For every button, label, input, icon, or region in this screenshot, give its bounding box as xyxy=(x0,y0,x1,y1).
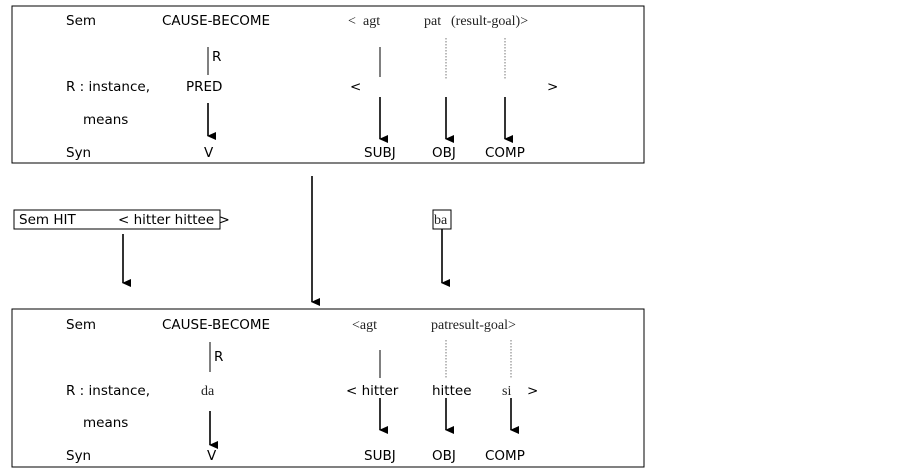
bottom-da-label: da xyxy=(201,384,215,399)
top-close-bracket: > xyxy=(547,79,558,95)
top-v-label: V xyxy=(204,145,214,161)
hit-structure-box xyxy=(13,209,221,230)
top-pat-label: pat xyxy=(424,14,441,29)
bottom-si-label: si xyxy=(502,384,511,399)
bottom-means-label: means xyxy=(83,415,128,431)
bottom-sem-label: Sem xyxy=(66,317,96,333)
bottom-hittee-label: hittee xyxy=(432,383,472,399)
bottom-pat-result-goal-label: patresult-goal> xyxy=(431,318,516,333)
top-syn-label: Syn xyxy=(66,145,91,161)
bottom-obj-label: OBJ xyxy=(432,448,456,464)
top-pred-label: PRED xyxy=(186,79,222,95)
top-arg-open-bracket: < xyxy=(348,14,356,29)
hit-sem-label: Sem HIT xyxy=(19,212,76,228)
top-r-label: R xyxy=(212,49,221,65)
bottom-agt-label: <agt xyxy=(352,318,377,333)
bottom-hitter-label: < hitter xyxy=(346,383,399,399)
bottom-comp-label: COMP xyxy=(485,448,525,464)
top-obj-label: OBJ xyxy=(432,145,456,161)
top-subj-label: SUBJ xyxy=(364,145,396,161)
top-comp-label: COMP xyxy=(485,145,525,161)
bottom-syn-label: Syn xyxy=(66,448,91,464)
top-predicate-label: CAUSE-BECOME xyxy=(162,13,270,29)
bottom-predicate-label: CAUSE-BECOME xyxy=(162,317,270,333)
ba-label: ba xyxy=(434,213,448,228)
bottom-subj-label: SUBJ xyxy=(364,448,396,464)
top-sem-label: Sem xyxy=(66,13,96,29)
bottom-r-instance-label: R : instance, xyxy=(66,383,150,399)
top-agt-label: agt xyxy=(363,14,380,29)
top-r-instance-label: R : instance, xyxy=(66,79,150,95)
hit-args-label: < hitter hittee > xyxy=(118,212,230,228)
top-means-label: means xyxy=(83,112,128,128)
top-open-bracket: < xyxy=(350,79,361,95)
bottom-structure-box xyxy=(11,308,645,468)
bottom-r-label: R xyxy=(214,349,223,365)
top-result-goal-label: (result-goal)> xyxy=(451,14,528,29)
bottom-v-label: V xyxy=(207,448,217,464)
bottom-close-bracket: > xyxy=(527,383,538,399)
top-structure-box xyxy=(11,5,645,164)
